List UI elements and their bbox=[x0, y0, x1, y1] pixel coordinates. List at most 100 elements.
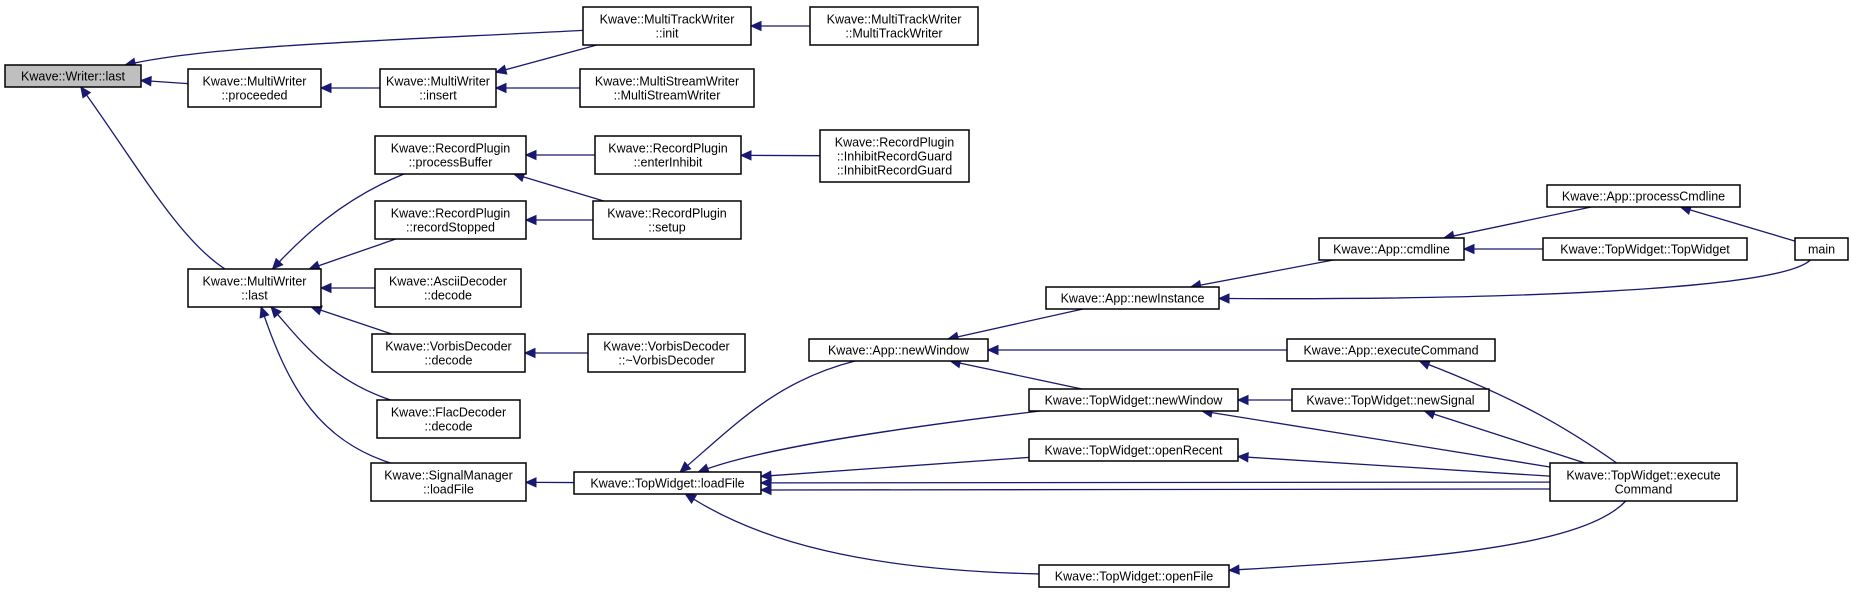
edge-line bbox=[770, 488, 1551, 491]
node-label: Kwave::TopWidget::newSignal bbox=[1306, 394, 1474, 408]
arrowhead-icon bbox=[270, 306, 283, 319]
edge-line bbox=[1453, 206, 1592, 237]
edge-app-newInstance-to-app-newWindow bbox=[946, 308, 1084, 342]
node-msw-ctor[interactable]: Kwave::MultiStreamWriter::MultiStreamWri… bbox=[579, 68, 755, 108]
edge-mtw-ctor-to-mtw-init bbox=[749, 20, 810, 32]
node-label: Kwave::AsciiDecoder bbox=[389, 275, 507, 289]
edge-mtw-init-to-mw-insert bbox=[494, 44, 597, 75]
edge-line bbox=[1247, 456, 1551, 477]
node-mtw-init[interactable]: Kwave::MultiTrackWriter::init bbox=[582, 6, 752, 46]
node-tw-newSignal[interactable]: Kwave::TopWidget::newSignal bbox=[1291, 388, 1490, 412]
node-label: Kwave::RecordPlugin bbox=[391, 207, 511, 221]
arrowhead-icon bbox=[494, 64, 508, 75]
edge-line bbox=[707, 410, 1041, 470]
node-tw-openFile[interactable]: Kwave::TopWidget::openFile bbox=[1038, 564, 1230, 588]
edge-tw-executeCommand-to-tw-loadFile bbox=[759, 484, 1551, 496]
edge-msw-ctor-to-mw-insert bbox=[494, 82, 580, 94]
node-writer-last[interactable]: Kwave::Writer::last bbox=[4, 64, 142, 88]
edge-tw-loadFile-to-sm-loadFile bbox=[524, 477, 575, 488]
edge-main-to-app-newInstance bbox=[1217, 259, 1811, 304]
edge-line bbox=[318, 238, 396, 267]
node-label: Kwave::App::newWindow bbox=[828, 344, 970, 358]
arrowhead-icon bbox=[684, 493, 698, 504]
edge-line bbox=[86, 94, 226, 270]
node-label: ::decode bbox=[425, 354, 473, 368]
edge-line bbox=[959, 362, 1082, 390]
node-box bbox=[1038, 564, 1230, 588]
node-rp-setup[interactable]: Kwave::RecordPlugin::setup bbox=[592, 200, 742, 240]
node-label: Kwave::RecordPlugin bbox=[607, 207, 727, 221]
node-box bbox=[374, 268, 522, 308]
edge-line bbox=[1228, 259, 1811, 300]
arrowhead-icon bbox=[319, 82, 332, 94]
node-app-executeCommand[interactable]: Kwave::App::executeCommand bbox=[1286, 338, 1496, 362]
node-tw-loadFile[interactable]: Kwave::TopWidget::loadFile bbox=[573, 471, 762, 495]
node-label: ::~VorbisDecoder bbox=[618, 354, 714, 368]
arrowhead-icon bbox=[524, 477, 537, 488]
node-box bbox=[587, 333, 746, 373]
node-box bbox=[1549, 462, 1738, 502]
node-box bbox=[1028, 438, 1239, 462]
node-box bbox=[1291, 388, 1490, 412]
node-mtw-ctor[interactable]: Kwave::MultiTrackWriter::MultiTrackWrite… bbox=[809, 6, 979, 46]
edge-line bbox=[1689, 209, 1796, 242]
node-tw-openRecent[interactable]: Kwave::TopWidget::openRecent bbox=[1028, 438, 1239, 462]
node-tw-ctor[interactable]: Kwave::TopWidget::TopWidget bbox=[1542, 237, 1748, 261]
node-rp-enterInhibit[interactable]: Kwave::RecordPlugin::enterInhibit bbox=[594, 135, 742, 175]
node-box bbox=[573, 471, 762, 495]
edge-line bbox=[687, 360, 856, 466]
node-sm-loadFile[interactable]: Kwave::SignalManager::loadFile bbox=[370, 462, 527, 502]
node-rp-recordStopped[interactable]: Kwave::RecordPlugin::recordStopped bbox=[374, 200, 527, 240]
node-label: main bbox=[1808, 243, 1835, 257]
node-label: ::insert bbox=[419, 89, 457, 103]
edge-tw-executeCommand-to-tw-openRecent bbox=[1236, 451, 1551, 477]
edge-mtw-init-to-writer-last bbox=[123, 29, 584, 68]
node-box bbox=[594, 135, 742, 175]
node-label: Kwave::MultiTrackWriter bbox=[600, 13, 735, 27]
arrowhead-icon bbox=[986, 344, 999, 356]
node-vorbis-dtor[interactable]: Kwave::VorbisDecoder::~VorbisDecoder bbox=[587, 333, 746, 373]
node-label: Kwave::MultiWriter bbox=[203, 75, 307, 89]
edge-sm-loadFile-to-mw-last bbox=[259, 305, 391, 464]
arrowhead-icon bbox=[759, 477, 772, 489]
node-app-cmdline[interactable]: Kwave::App::cmdline bbox=[1318, 237, 1465, 261]
node-main[interactable]: main bbox=[1794, 237, 1849, 261]
edge-ascii-decode-to-mw-last bbox=[319, 282, 375, 294]
node-rp-inhibitGuard[interactable]: Kwave::RecordPlugin::InhibitRecordGuard:… bbox=[819, 129, 970, 183]
node-app-processCmdline[interactable]: Kwave::App::processCmdline bbox=[1546, 184, 1741, 208]
node-label: Kwave::App::executeCommand bbox=[1303, 344, 1478, 358]
edge-line bbox=[277, 314, 391, 401]
node-ascii-decode[interactable]: Kwave::AsciiDecoder::decode bbox=[374, 268, 522, 308]
node-mw-proceeded[interactable]: Kwave::MultiWriter::proceeded bbox=[187, 68, 322, 108]
node-box bbox=[4, 64, 142, 88]
node-app-newWindow[interactable]: Kwave::App::newWindow bbox=[808, 338, 989, 362]
edge-line bbox=[263, 316, 391, 464]
node-rp-processBuffer[interactable]: Kwave::RecordPlugin::processBuffer bbox=[374, 135, 527, 175]
node-label: Kwave::MultiTrackWriter bbox=[827, 13, 962, 27]
node-label: Kwave::RecordPlugin bbox=[608, 142, 728, 156]
node-tw-executeCommand[interactable]: Kwave::TopWidget::executeCommand bbox=[1549, 462, 1738, 502]
arrowhead-icon bbox=[523, 347, 536, 359]
arrowhead-icon bbox=[739, 150, 752, 161]
edge-flac-decode-to-mw-last bbox=[270, 306, 391, 401]
edge-line bbox=[957, 308, 1084, 338]
node-label: ::last bbox=[241, 289, 268, 303]
node-label: Kwave::FlacDecoder bbox=[391, 406, 506, 420]
edge-tw-newWindow-to-tw-loadFile bbox=[697, 410, 1041, 474]
node-tw-newWindow[interactable]: Kwave::TopWidget::newWindow bbox=[1028, 388, 1239, 412]
node-label: Kwave::VorbisDecoder bbox=[385, 340, 511, 354]
node-vorbis-decode[interactable]: Kwave::VorbisDecoder::decode bbox=[371, 333, 526, 373]
node-box bbox=[582, 6, 752, 46]
edge-line bbox=[523, 176, 604, 202]
node-mw-insert[interactable]: Kwave::MultiWriter::insert bbox=[379, 68, 497, 108]
node-app-newInstance[interactable]: Kwave::App::newInstance bbox=[1045, 286, 1220, 310]
node-box bbox=[1286, 338, 1496, 362]
node-box bbox=[376, 399, 521, 439]
node-mw-last[interactable]: Kwave::MultiWriter::last bbox=[187, 268, 322, 308]
edge-tw-newSignal-to-tw-newWindow bbox=[1236, 394, 1292, 406]
node-flac-decode[interactable]: Kwave::FlacDecoder::decode bbox=[376, 399, 521, 439]
node-label: Kwave::TopWidget::openRecent bbox=[1045, 444, 1223, 458]
edge-app-newWindow-to-tw-loadFile bbox=[679, 360, 856, 473]
edge-tw-openFile-to-tw-loadFile bbox=[684, 493, 1040, 575]
node-label: Kwave::TopWidget::openFile bbox=[1055, 570, 1213, 584]
